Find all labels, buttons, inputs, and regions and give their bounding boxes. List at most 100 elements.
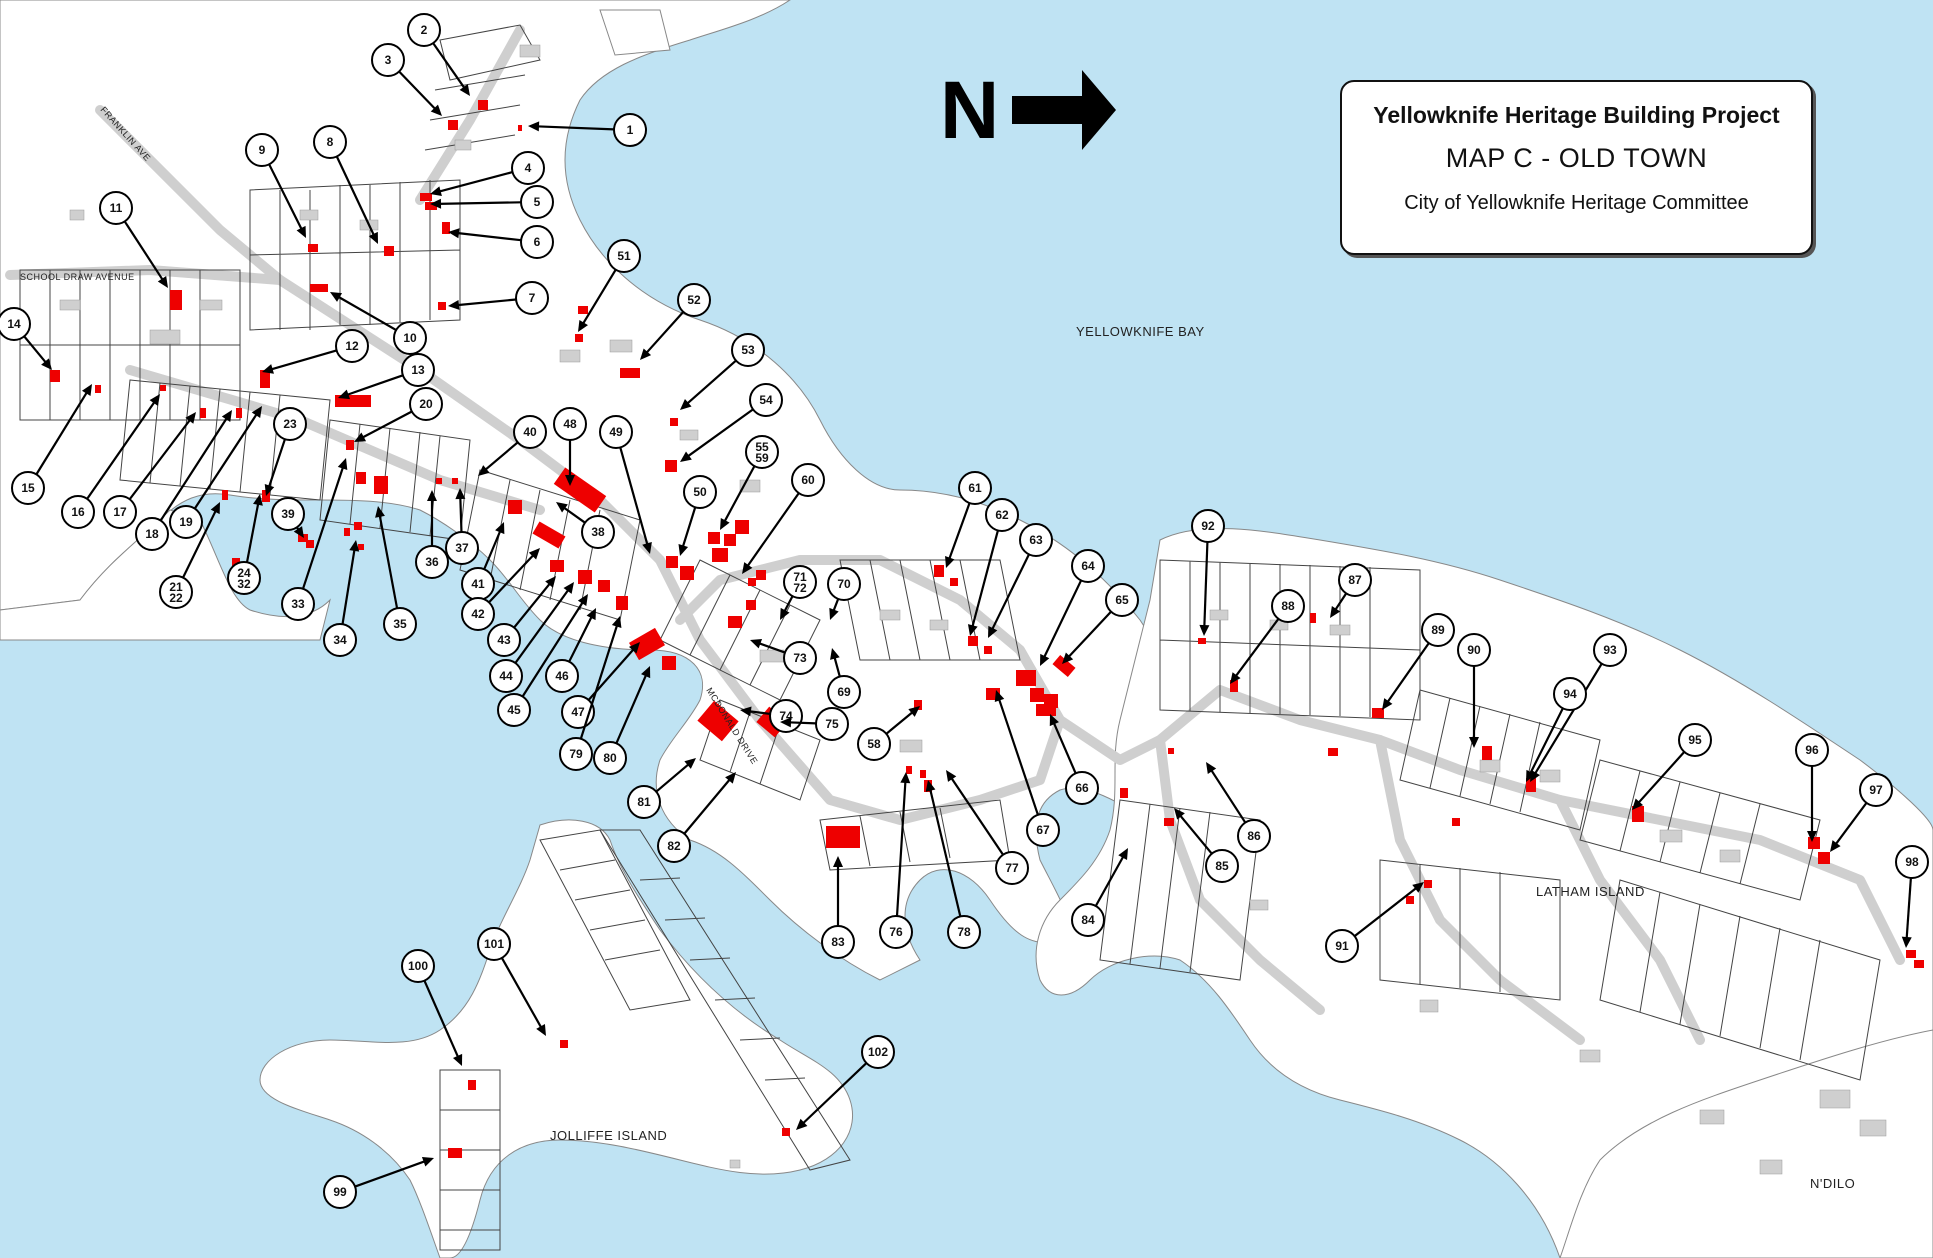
- callout-leader: [488, 553, 536, 604]
- callout-circle: [1071, 903, 1105, 937]
- arrowhead-icon: [680, 398, 692, 410]
- callout-leader: [782, 595, 794, 614]
- callout-leader: [301, 465, 345, 590]
- callout-leader: [182, 508, 218, 579]
- callout-81: 81: [627, 758, 696, 819]
- callout-leader: [455, 231, 522, 242]
- callout-number: 60: [801, 473, 815, 487]
- callout-number: 51: [617, 249, 631, 263]
- callout-number: 17: [113, 505, 127, 519]
- callout-number: 96: [1805, 743, 1819, 757]
- callout-circle: [401, 949, 435, 983]
- arrowhead-icon: [478, 465, 490, 476]
- callout-number: 39: [281, 507, 295, 521]
- callout-70: 70: [827, 567, 861, 620]
- callout-leader: [949, 776, 1004, 856]
- callout-number: 21: [169, 580, 183, 594]
- callout-circle: [0, 307, 31, 341]
- callout-circle: [497, 693, 531, 727]
- callout-number: 15: [21, 481, 35, 495]
- callout-leader: [336, 295, 397, 331]
- callout-number: 79: [569, 747, 583, 761]
- arrowhead-icon: [455, 488, 466, 500]
- callout-leader: [423, 980, 460, 1060]
- callout-number: 5: [534, 195, 541, 209]
- callout-61: 61: [945, 471, 992, 568]
- callout-number: 92: [1201, 519, 1215, 533]
- callout-101: 101: [477, 927, 546, 1036]
- callout-number: 46: [555, 669, 569, 683]
- callout-leader: [86, 399, 157, 500]
- callout-64: 64: [1040, 549, 1105, 666]
- callout-circle: [513, 415, 547, 449]
- callout-43: 43: [487, 576, 556, 657]
- callout-number: 66: [1075, 781, 1089, 795]
- callout-number: 24: [237, 566, 251, 580]
- arrowhead-icon: [780, 607, 790, 620]
- callout-number: 86: [1247, 829, 1261, 843]
- callout-94: 94: [1526, 677, 1587, 782]
- callout-number: 11: [110, 201, 123, 215]
- callout-78: 78: [925, 780, 981, 949]
- callout-circle: [559, 737, 593, 771]
- arrowhead-icon: [536, 1023, 546, 1036]
- arrowhead-icon: [330, 292, 343, 302]
- callout-circle: [415, 545, 449, 579]
- arrowhead-icon: [556, 502, 568, 513]
- callout-circle: [958, 471, 992, 505]
- arrowhead-icon: [642, 542, 652, 554]
- callout-88: 88: [1230, 589, 1305, 684]
- arrowhead-icon: [628, 642, 640, 654]
- callout-20: 20: [354, 387, 443, 442]
- callout-leader: [23, 335, 48, 365]
- callout-circle: [1593, 633, 1627, 667]
- callout-number: 54: [759, 393, 773, 407]
- arrowhead-icon: [833, 856, 843, 867]
- callout-number: 19: [179, 515, 193, 529]
- arrowhead-icon: [740, 706, 752, 717]
- callout-number: 88: [1281, 599, 1295, 613]
- arrowhead-icon: [1230, 672, 1241, 684]
- callout-leader: [833, 655, 841, 677]
- callout-33: 33: [281, 458, 348, 621]
- callout-leader: [1042, 579, 1083, 660]
- callout-leader: [947, 502, 971, 561]
- callout-number: 102: [868, 1045, 888, 1059]
- callout-leader: [615, 672, 648, 744]
- callout-leader: [360, 410, 413, 440]
- callout-circle: [273, 407, 307, 441]
- arrowhead-icon: [988, 625, 998, 638]
- callout-number: 76: [889, 925, 903, 939]
- callout-number: 36: [425, 555, 439, 569]
- callout-90: 90: [1457, 633, 1491, 748]
- callout-leader: [644, 311, 685, 355]
- north-letter: N: [940, 65, 999, 156]
- callout-number: 85: [1215, 859, 1229, 873]
- callout-leader: [483, 441, 519, 472]
- callout-number: 64: [1081, 559, 1095, 573]
- arrowhead-icon: [448, 299, 460, 310]
- callout-leader: [747, 709, 771, 716]
- callout-leader: [267, 438, 286, 489]
- callout-number: 61: [968, 481, 982, 495]
- callout-circle: [749, 383, 783, 417]
- callout-37: 37: [445, 488, 479, 565]
- callout-circle: [985, 498, 1019, 532]
- callout-circle: [281, 587, 315, 621]
- callout-number: 2: [421, 23, 428, 37]
- callout-circle: [627, 785, 661, 819]
- callout-98: 98: [1895, 845, 1929, 948]
- arrowhead-icon: [264, 483, 275, 496]
- callout-circle: [477, 927, 511, 961]
- callout-leader: [655, 762, 691, 793]
- callout-circle: [313, 125, 347, 159]
- callout-number: 3: [385, 53, 392, 67]
- arrowhead-icon: [41, 358, 52, 370]
- jolliffe-island: [259, 819, 854, 1258]
- callout-leader: [1353, 886, 1419, 938]
- callout-leader: [579, 623, 619, 740]
- callout-number: 52: [687, 293, 701, 307]
- callout-circle: [1338, 563, 1372, 597]
- callout-number: 82: [667, 839, 681, 853]
- callout-number: 59: [755, 451, 769, 465]
